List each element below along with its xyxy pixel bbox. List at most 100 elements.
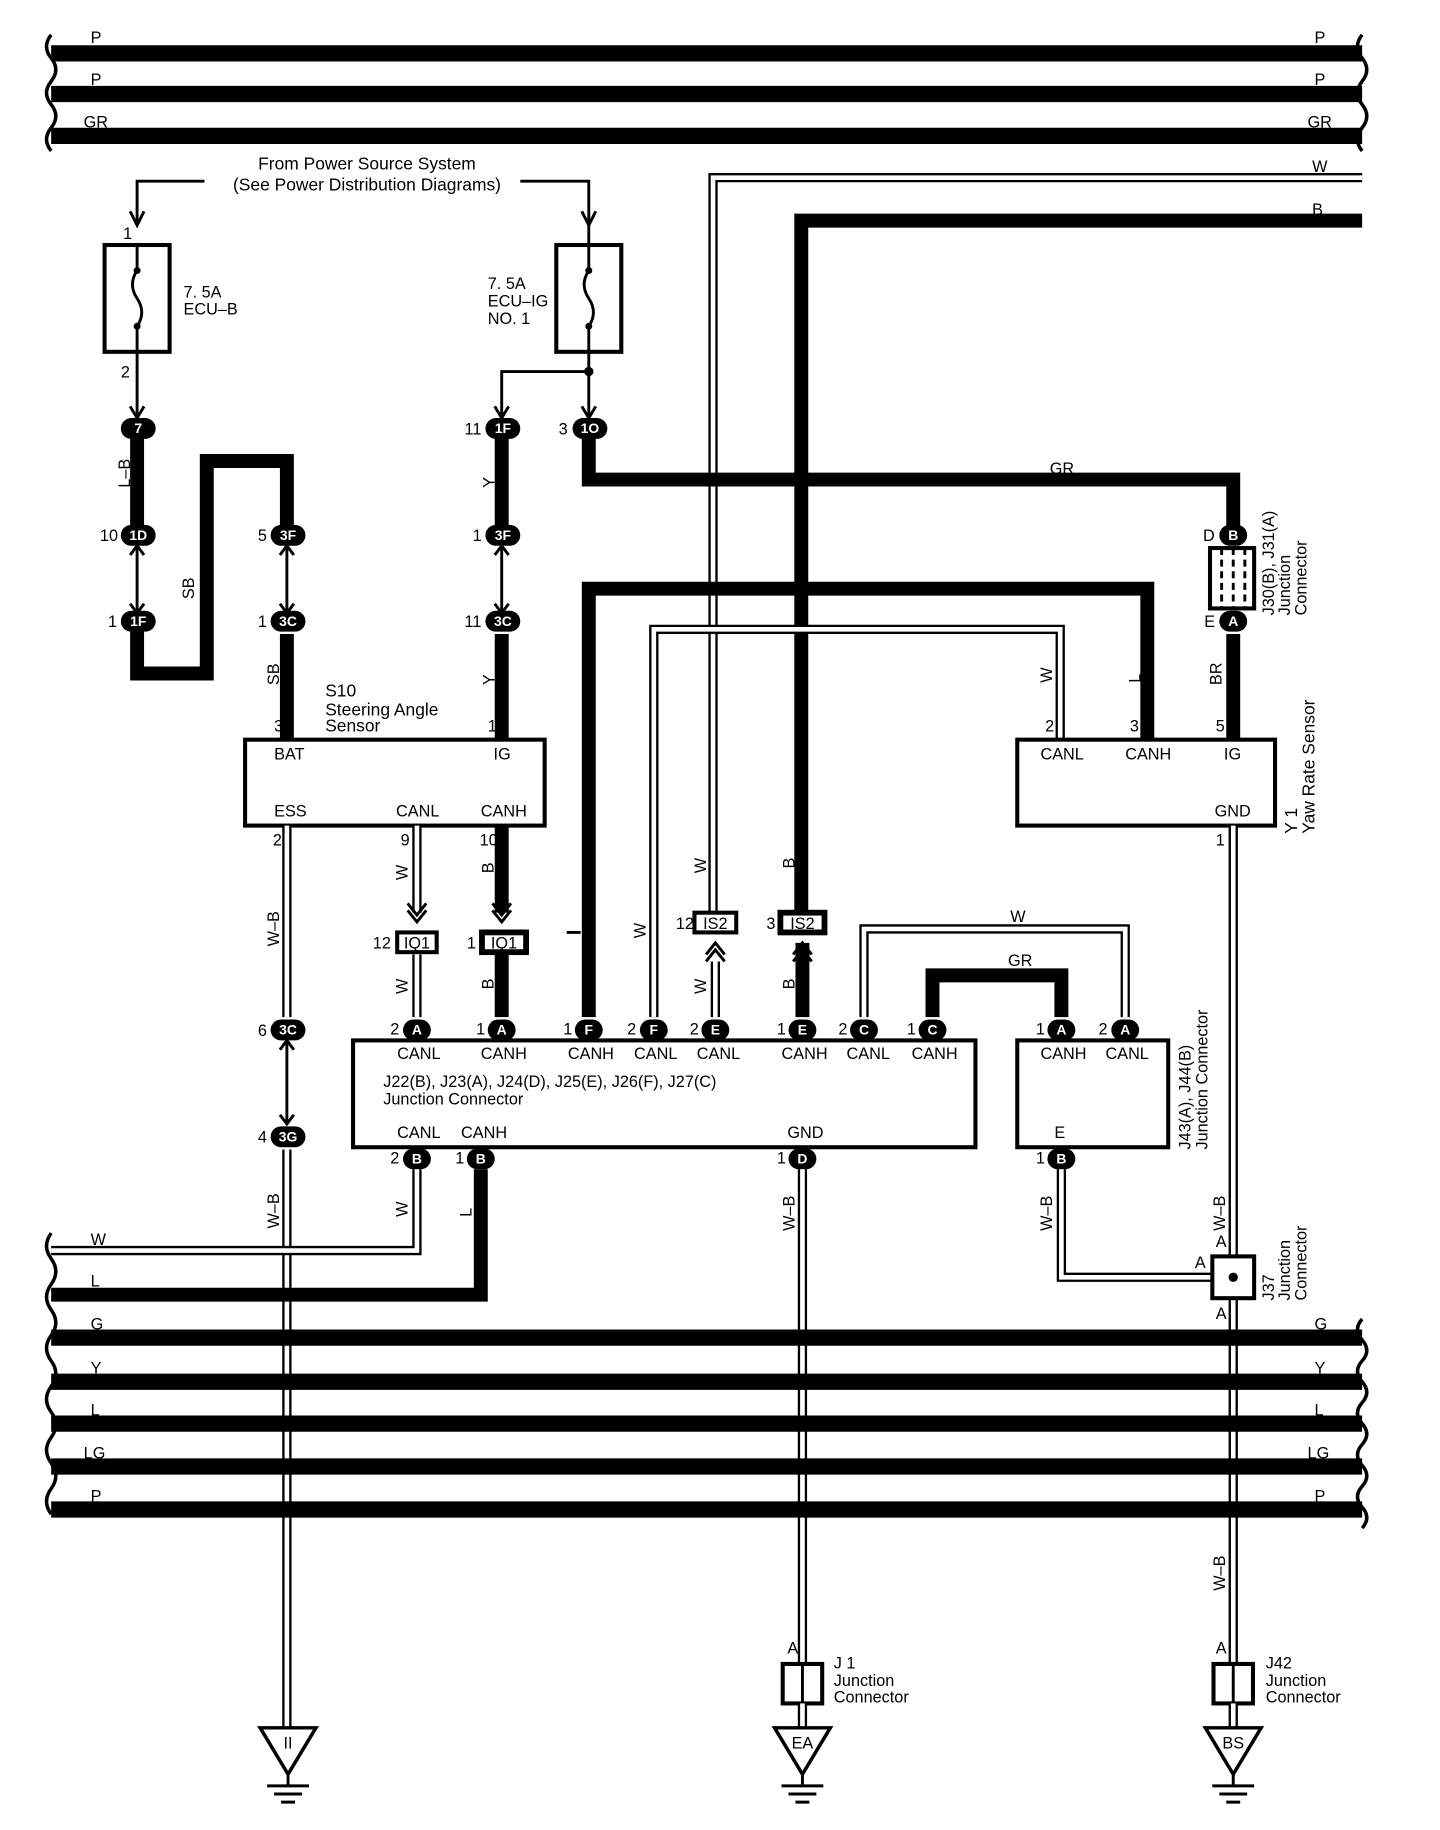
steering-sensor-name1: Steering Angle (325, 699, 438, 719)
top-bus: P P GR P P GR (44, 29, 1369, 153)
wire-label-y-2: Y (481, 674, 499, 685)
junction-j30-subtitle2: Connector (1292, 540, 1310, 616)
jm-top-a2-pin: 1 (476, 1021, 485, 1039)
fuse-ecu-b-pin-in: 1 (123, 225, 132, 243)
bottom-bus-label-p: P (91, 1487, 102, 1505)
j37-pin-a-top: A (1216, 1233, 1227, 1251)
jm-label-canl-3: CANL (697, 1045, 740, 1063)
connector-iq1-w: IQ1 (404, 935, 430, 953)
junction-j43-title: J43(A), J44(B) (1176, 1045, 1194, 1150)
pin-canl-9: 9 (401, 831, 410, 849)
wire-label-w-s10: W (394, 864, 412, 880)
fuse-ecu-ig-rating: 7. 5A (488, 275, 526, 293)
is2-connectors: IS2 12 IS2 3 W B W B (676, 857, 828, 1018)
wire-label-b-is2: B (780, 978, 798, 989)
jm-top-f1-pin: 1 (563, 1021, 572, 1039)
junction-j42: A J42 Junction Connector (1211, 1640, 1341, 1736)
pin-j30-e: E (1204, 613, 1215, 631)
j43-top-a1: A (1056, 1022, 1066, 1038)
connector-is2-b: IS2 (790, 915, 814, 933)
ground-ii: II (257, 1726, 319, 1804)
jm-bottom-d-pin: 1 (777, 1149, 786, 1167)
junction-j30-title: J30(B), J31(A) (1260, 511, 1278, 616)
junction-j30: B D A E BR 5 J30(B), J31(A) Junction Con… (1203, 511, 1310, 739)
wire-label-wb-ess: W–B (265, 911, 283, 946)
junction-j37: A A A J37 Junction Connector (1195, 1225, 1310, 1323)
pin-ig-1: 1 (488, 718, 497, 736)
jm-top-f2: F (650, 1022, 659, 1038)
pin-iq1-1: 1 (467, 935, 476, 953)
junction-j30-subtitle1: Junction (1276, 555, 1294, 616)
bottom-bus-label-y: Y (91, 1360, 102, 1378)
wire-label-l-yaw: L (1126, 674, 1144, 683)
steering-pin-canl: CANL (396, 802, 439, 820)
wire-label-sb-2: SB (265, 663, 283, 685)
jm-top-e1: E (711, 1022, 720, 1038)
power-source: From Power Source System (See Power Dist… (128, 154, 598, 229)
yaw-sensor-code: Y 1 (1281, 808, 1301, 834)
steering-can-wires: 9 10 W B IQ1 12 IQ1 1 W B (373, 825, 529, 1018)
jm-label-canh-3: CANH (782, 1045, 828, 1063)
jm-bottom-d: D (797, 1150, 807, 1166)
bottom-bus-label-lg-right: LG (1308, 1444, 1330, 1462)
pin-1d-10: 10 (100, 527, 118, 545)
jm-top-a2: A (497, 1022, 507, 1038)
j43-label-e: E (1054, 1124, 1065, 1142)
ground-label-bs: BS (1222, 1735, 1244, 1753)
j37-pin-a-left: A (1195, 1254, 1206, 1272)
bottom-bus: W L G Y L LG P G Y L LG P (44, 1231, 1369, 1530)
pin-j30-d: D (1203, 527, 1215, 545)
bottom-bus-label-lg: LG (84, 1444, 106, 1462)
connector-j30-a: A (1228, 613, 1238, 629)
yaw-pin-gnd: GND (1215, 802, 1251, 820)
steering-pin-ig: IG (494, 745, 511, 763)
jm-top-c2-pin: 1 (907, 1021, 916, 1039)
top-right-wires: W B (708, 158, 1363, 929)
jm-top-a1-pin: 2 (390, 1021, 399, 1039)
junction-main: A 2 A 1 F 1 F 2 E 2 E 1 C 2 C 1 CANL CAN… (351, 1019, 978, 1170)
wire-label-w-is2-top: W (692, 857, 710, 873)
connector-1o: 1O (581, 420, 600, 436)
pin-is2-3: 3 (766, 915, 775, 933)
connector-3f-ig: 3F (495, 527, 511, 543)
steering-pin-ess: ESS (274, 802, 307, 820)
top-bus-label-3-right: GR (1308, 114, 1332, 132)
junction-j37-subtitle1: Junction (1276, 1240, 1294, 1301)
bottom-bus-label-w: W (91, 1231, 107, 1249)
steering-sensor-code: S10 (325, 681, 356, 701)
connector-7: 7 (134, 420, 142, 436)
yaw-sensor-name: Yaw Rate Sensor (1299, 699, 1319, 833)
junction-j37-code: J37 (1260, 1274, 1278, 1300)
j1-pin-a: A (787, 1640, 798, 1658)
steering-angle-sensor: S10 Steering Angle Sensor BAT IG ESS CAN… (243, 681, 547, 828)
junction-j1: A J 1 Junction Connector (780, 1640, 909, 1736)
top-bus-label-2-right: P (1315, 71, 1326, 89)
pin-1f-11: 11 (465, 420, 482, 438)
jm-top-c2: C (927, 1022, 937, 1038)
bottom-bus-label-y-right: Y (1315, 1360, 1326, 1378)
junction-j43-subtitle: Junction Connector (1194, 1009, 1212, 1150)
yaw-pin-ig: IG (1224, 745, 1241, 763)
j43-top-a2: A (1120, 1022, 1130, 1038)
pin-yaw-canh-3: 3 (1130, 718, 1139, 736)
ground-label-ii: II (284, 1735, 293, 1753)
yaw-can-wires: W L 2 3 W (566, 581, 1155, 1018)
connector-1f-ig: 1F (495, 420, 511, 436)
jm-top-e2-pin: 1 (777, 1021, 786, 1039)
wire-label-sb-1: SB (180, 577, 198, 599)
wire-label-wb-j43: W–B (1038, 1196, 1056, 1231)
yaw-pin-canl: CANL (1040, 745, 1083, 763)
bottom-bus-label-g: G (91, 1316, 104, 1334)
lower-wiring: W L W–B W–B W–B W–B (51, 825, 1238, 1669)
junction-loops: W GR (859, 908, 1130, 1018)
jm-bottom-b1: B (412, 1150, 422, 1166)
jm-label-canl-2: CANL (634, 1045, 677, 1063)
fuse-ecu-b-rating: 7. 5A (184, 283, 222, 301)
jm-label-canh-1: CANH (481, 1045, 527, 1063)
jm-label-canh-bottom: CANH (461, 1124, 507, 1142)
fuse-ecu-ig: 7. 5A ECU–IG NO. 1 (488, 225, 624, 421)
pin-3c-6: 6 (258, 1022, 267, 1040)
junction-j1-subtitle1: Junction (834, 1672, 895, 1690)
pin-3c-11: 11 (465, 613, 482, 631)
